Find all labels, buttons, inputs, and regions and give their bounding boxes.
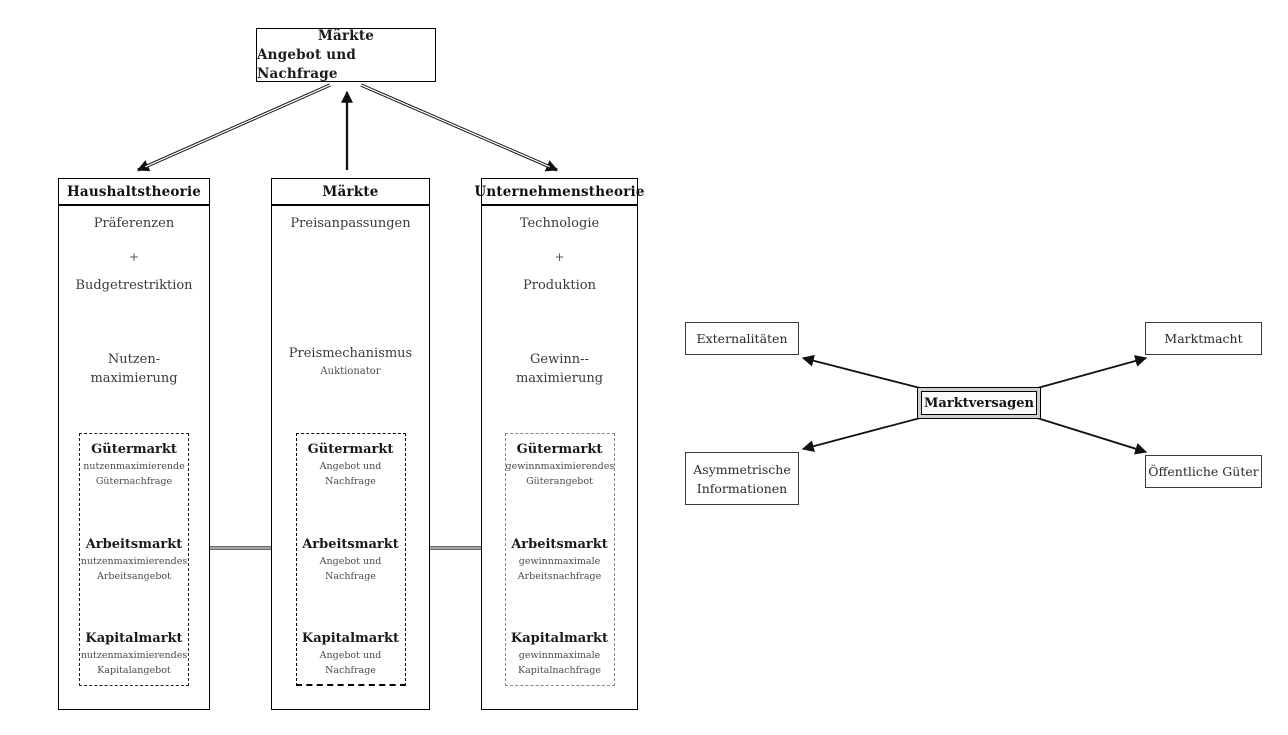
top-box-title: Märkte bbox=[317, 27, 375, 44]
market-sub2: Kapitalnachfrage bbox=[517, 665, 602, 676]
label-nutzenmaximierung-line2: maximierung bbox=[90, 371, 178, 386]
marketbox-haushalt: Gütermarkt nutzenmaximierende Güternachf… bbox=[79, 433, 189, 686]
market-title: Gütermarkt bbox=[516, 442, 603, 457]
market-guetermarkt: Gütermarkt Angebot und Nachfrage bbox=[297, 441, 405, 489]
market-arbeitsmarkt: Arbeitsmarkt nutzenmaximierendes Arbeits… bbox=[80, 536, 188, 584]
marketbox-unternehmen: Gütermarkt gewinnmaximierendes Güterange… bbox=[504, 433, 615, 686]
label-oeffentliche-gueter: Öffentliche Güter bbox=[1148, 464, 1259, 479]
box-oeffentliche-gueter: Öffentliche Güter bbox=[1145, 455, 1262, 488]
box-externalitaeten: Externalitäten bbox=[685, 322, 799, 355]
top-box-maerkte: Märkte Angebot und Nachfrage bbox=[256, 28, 436, 82]
market-sub2: Kapitalangebot bbox=[97, 665, 171, 676]
label-preismechanismus: Preismechanismus bbox=[288, 346, 413, 361]
market-kapitalmarkt: Kapitalmarkt Angebot und Nachfrage bbox=[297, 630, 405, 678]
market-sub2: Nachfrage bbox=[325, 476, 376, 487]
market-sub1: nutzenmaximierendes bbox=[80, 556, 188, 567]
market-guetermarkt: Gütermarkt nutzenmaximierende Güternachf… bbox=[80, 441, 188, 489]
market-title: Gütermarkt bbox=[91, 442, 177, 457]
arrow-marktversagen-to-oeffentliche-gueter bbox=[1033, 416, 1148, 455]
market-sub1: nutzenmaximierendes bbox=[80, 650, 188, 661]
market-sub2: Arbeitsangebot bbox=[97, 571, 171, 582]
market-guetermarkt: Gütermarkt gewinnmaximierendes Güterange… bbox=[505, 441, 615, 489]
column-unternehmenstheorie: Unternehmenstheorie Technologie + Produk… bbox=[474, 178, 644, 710]
market-sub1: Angebot und bbox=[319, 556, 382, 567]
arrow-markets-to-haushaltstheorie bbox=[136, 83, 331, 172]
market-title: Arbeitsmarkt bbox=[511, 537, 608, 552]
box-asymmetrische-informationen: Asymmetrische Informationen bbox=[685, 452, 799, 505]
market-sub2: Nachfrage bbox=[325, 571, 376, 582]
label-gewinnmaximierung-line1: Gewinn-- bbox=[530, 352, 589, 367]
arrow-marktversagen-to-marktmacht bbox=[1033, 355, 1148, 390]
market-title: Gütermarkt bbox=[307, 442, 394, 457]
market-title: Kapitalmarkt bbox=[301, 631, 400, 646]
market-sub1: Angebot und bbox=[319, 650, 382, 661]
label-produktion: Produktion bbox=[523, 278, 596, 293]
label-preisanpassungen: Preisanpassungen bbox=[290, 216, 411, 231]
arrow-marktversagen-to-asymmetrische-informationen bbox=[801, 416, 925, 453]
label-marktmacht: Marktmacht bbox=[1164, 331, 1243, 346]
column-haushaltstheorie-title: Haushaltstheorie bbox=[59, 179, 209, 206]
box-marktversagen: Marktversagen bbox=[917, 387, 1041, 419]
column-maerkte: Märkte Preisanpassungen Preismechanismus… bbox=[271, 178, 430, 710]
column-haushaltstheorie: Haushaltstheorie Präferenzen + Budgetres… bbox=[58, 178, 210, 710]
market-sub1: Angebot und bbox=[319, 461, 382, 472]
arrow-marktversagen-to-externalitaeten bbox=[801, 354, 925, 390]
market-sub2: Güternachfrage bbox=[95, 476, 173, 487]
label-budgetrestriktion: Budgetrestriktion bbox=[75, 278, 193, 293]
market-arbeitsmarkt: Arbeitsmarkt Angebot und Nachfrage bbox=[297, 536, 405, 584]
label-informationen: Informationen bbox=[696, 480, 788, 496]
column-maerkte-title: Märkte bbox=[272, 179, 429, 206]
market-sub1: gewinnmaximale bbox=[518, 556, 601, 567]
column-unternehmenstheorie-title: Unternehmenstheorie bbox=[474, 179, 644, 206]
market-sub2: Güterangebot bbox=[526, 476, 593, 487]
top-box-subtitle: Angebot und Nachfrage bbox=[257, 46, 356, 82]
label-asymmetrische: Asymmetrische bbox=[693, 461, 791, 477]
market-title: Arbeitsmarkt bbox=[302, 537, 399, 552]
plus-sign: + bbox=[554, 250, 565, 264]
label-praeferenzen: Präferenzen bbox=[93, 216, 175, 231]
box-marktmacht: Marktmacht bbox=[1145, 322, 1262, 355]
market-sub2: Arbeitsnachfrage bbox=[517, 571, 602, 582]
market-sub1: nutzenmaximierende bbox=[83, 461, 185, 472]
market-kapitalmarkt: Kapitalmarkt nutzenmaximierendes Kapital… bbox=[80, 630, 188, 678]
label-externalitaeten: Externalitäten bbox=[696, 331, 788, 346]
market-sub2: Nachfrage bbox=[325, 665, 376, 676]
arrow-markets-to-unternehmenstheorie bbox=[360, 83, 559, 172]
market-arbeitsmarkt: Arbeitsmarkt gewinnmaximale Arbeitsnachf… bbox=[506, 536, 614, 584]
market-sub1: gewinnmaximierendes bbox=[505, 461, 615, 472]
label-technologie: Technologie bbox=[519, 216, 600, 231]
marketbox-maerkte: Gütermarkt Angebot und Nachfrage Arbeits… bbox=[295, 433, 406, 686]
market-title: Kapitalmarkt bbox=[85, 631, 183, 646]
label-nutzenmaximierung-line1: Nutzen- bbox=[107, 352, 161, 367]
market-title: Kapitalmarkt bbox=[510, 631, 609, 646]
market-title: Arbeitsmarkt bbox=[85, 537, 183, 552]
label-gewinnmaximierung-line2: maximierung bbox=[515, 371, 604, 386]
market-sub1: gewinnmaximale bbox=[518, 650, 601, 661]
market-kapitalmarkt: Kapitalmarkt gewinnmaximale Kapitalnachf… bbox=[506, 630, 614, 678]
label-auktionator: Auktionator bbox=[320, 366, 381, 377]
label-marktversagen: Marktversagen bbox=[921, 391, 1037, 415]
plus-sign: + bbox=[128, 250, 140, 264]
